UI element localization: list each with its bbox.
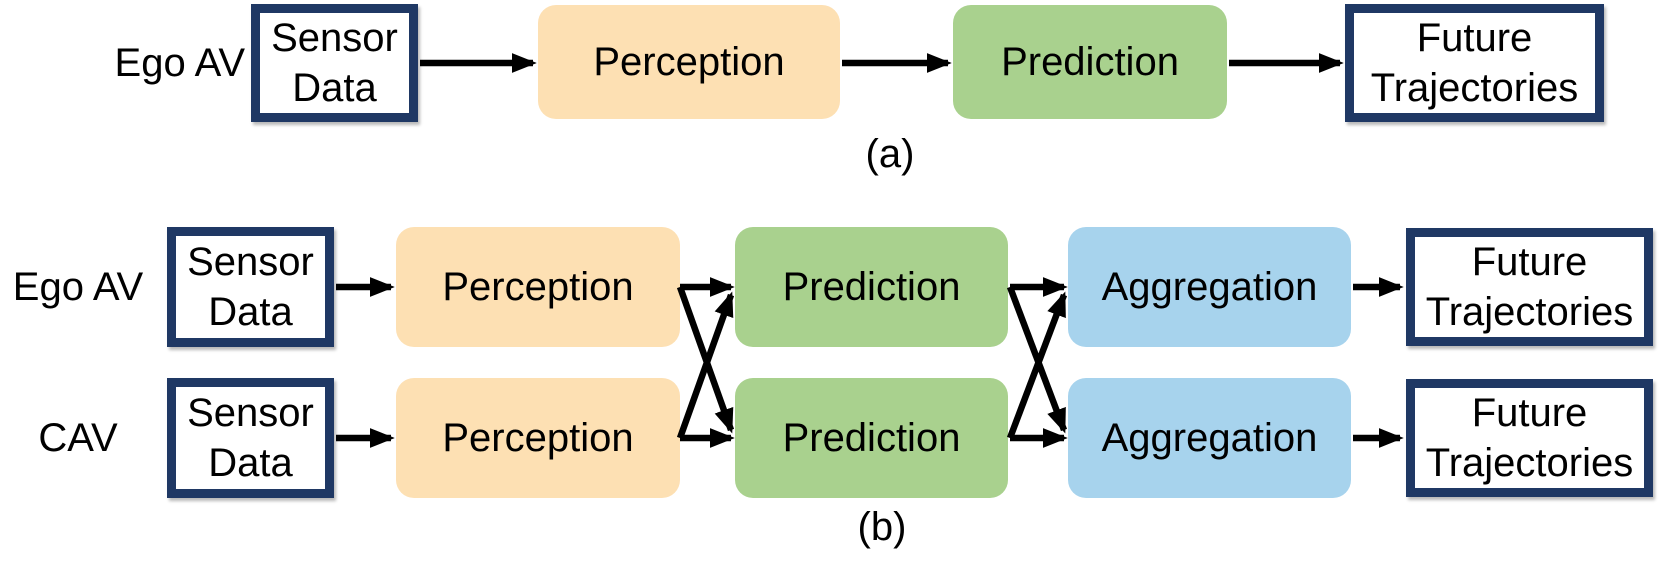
sensor-data-label: Sensor Data bbox=[271, 16, 398, 110]
panel-b-row1-sensor-data-box: Sensor Data bbox=[167, 227, 334, 347]
future-trajectories-label: Future Trajectories bbox=[1370, 16, 1579, 110]
panel-a-perception-box: Perception bbox=[538, 5, 840, 119]
panel-b-row1-label: Ego AV bbox=[12, 265, 144, 309]
panel-a-row-label: Ego AV bbox=[114, 41, 245, 85]
panel-b-row2-sensor-data-box: Sensor Data bbox=[167, 378, 334, 498]
aggregation-label: Aggregation bbox=[1101, 265, 1318, 309]
prediction-label: Prediction bbox=[782, 416, 961, 460]
panel-b-row1-future-trajectories-box: Future Trajectories bbox=[1406, 228, 1653, 346]
panel-b-row1-prediction-box: Prediction bbox=[735, 227, 1008, 347]
future-trajectories-label: Future Trajectories bbox=[1425, 240, 1634, 334]
panel-b-row2-label: CAV bbox=[38, 416, 118, 460]
panel-b-row2-prediction-box: Prediction bbox=[735, 378, 1008, 498]
perception-label: Perception bbox=[442, 265, 634, 309]
aggregation-label: Aggregation bbox=[1101, 416, 1318, 460]
panel-b-row1-perception-box: Perception bbox=[396, 227, 680, 347]
panel-b-caption: (b) bbox=[857, 505, 907, 549]
arrow-b2-prediction-to-b1-aggregation bbox=[1006, 291, 1068, 440]
prediction-label: Prediction bbox=[782, 265, 961, 309]
panel-a-caption: (a) bbox=[865, 132, 915, 176]
panel-a-sensor-data-box: Sensor Data bbox=[251, 4, 418, 122]
prediction-label: Prediction bbox=[1001, 40, 1179, 84]
sensor-data-label: Sensor Data bbox=[187, 240, 314, 334]
future-trajectories-label: Future Trajectories bbox=[1425, 391, 1634, 485]
panel-b-row1-aggregation-box: Aggregation bbox=[1068, 227, 1351, 347]
panel-b-row2-perception-box: Perception bbox=[396, 378, 680, 498]
arrow-b2-perception-to-b1-prediction bbox=[676, 291, 735, 440]
perception-label: Perception bbox=[593, 40, 785, 84]
panel-a-future-trajectories-box: Future Trajectories bbox=[1345, 4, 1604, 122]
perception-label: Perception bbox=[442, 416, 634, 460]
sensor-data-label: Sensor Data bbox=[187, 391, 314, 485]
panel-b-row2-future-trajectories-box: Future Trajectories bbox=[1406, 379, 1653, 497]
panel-b-row2-aggregation-box: Aggregation bbox=[1068, 378, 1351, 498]
panel-a-prediction-box: Prediction bbox=[953, 5, 1227, 119]
